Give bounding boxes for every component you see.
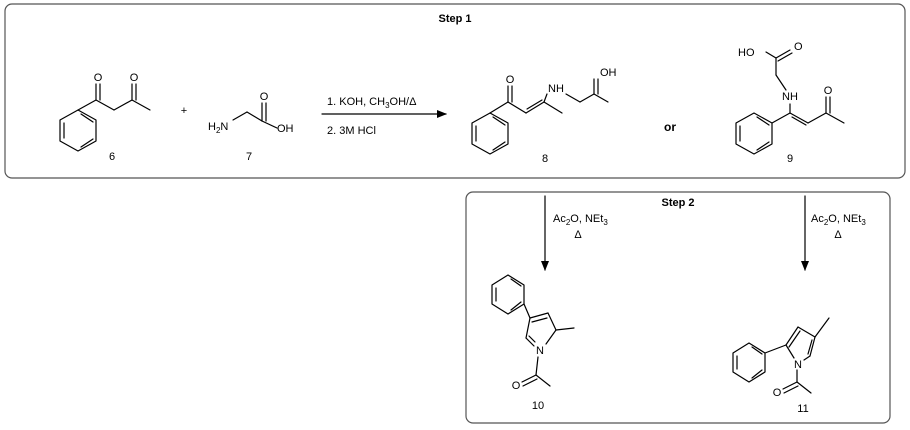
- step2-heat-left: Δ: [574, 229, 582, 241]
- step1-condition-2: 2. 3M HCl: [327, 125, 376, 137]
- step2-box: [465, 191, 891, 424]
- atom-oh: OH: [600, 67, 617, 79]
- step2-reagent-left: Ac2O, NEt3: [553, 213, 608, 227]
- compound-11-structure: [732, 317, 830, 394]
- compound-7-structure: [232, 102, 278, 129]
- atom-o: O: [94, 72, 103, 84]
- atom-o: O: [824, 85, 833, 97]
- atom-h2n: H2N: [208, 121, 228, 135]
- compound-7-label: 7: [246, 151, 252, 163]
- compound-8-structure: [471, 78, 609, 155]
- compound-10-structure: [491, 274, 575, 387]
- atom-oh: OH: [277, 123, 294, 135]
- atom-o: O: [130, 72, 139, 84]
- atom-o: O: [260, 91, 269, 103]
- atom-n: N: [794, 359, 802, 371]
- compound-9-label: 9: [787, 153, 793, 165]
- atom-o: O: [512, 380, 521, 392]
- atom-n: N: [536, 345, 544, 357]
- step2-heat-right: Δ: [834, 229, 842, 241]
- compound-6-label: 6: [109, 151, 115, 163]
- compound-8-label: 8: [542, 153, 548, 165]
- atom-o: O: [773, 387, 782, 399]
- step2-reagent-right: Ac2O, NEt3: [811, 213, 866, 227]
- step1-box: [4, 3, 906, 179]
- step2-title: Step 2: [661, 197, 694, 209]
- compound-10-label: 10: [532, 400, 544, 412]
- atom-nh: NH: [782, 91, 798, 103]
- step1-condition-1: 1. KOH, CH3OH/Δ: [327, 96, 417, 110]
- compound-11-label: 11: [797, 403, 808, 415]
- step1-title: Step 1: [438, 13, 471, 25]
- compound-9-structure: [735, 49, 845, 155]
- plus-sign: +: [181, 105, 187, 117]
- atom-nh: NH: [548, 83, 564, 95]
- atom-o: O: [794, 41, 803, 53]
- atom-o: O: [506, 74, 515, 86]
- or-label: or: [664, 120, 676, 134]
- compound-6-structure: [59, 83, 151, 152]
- atom-ho: HO: [738, 47, 755, 59]
